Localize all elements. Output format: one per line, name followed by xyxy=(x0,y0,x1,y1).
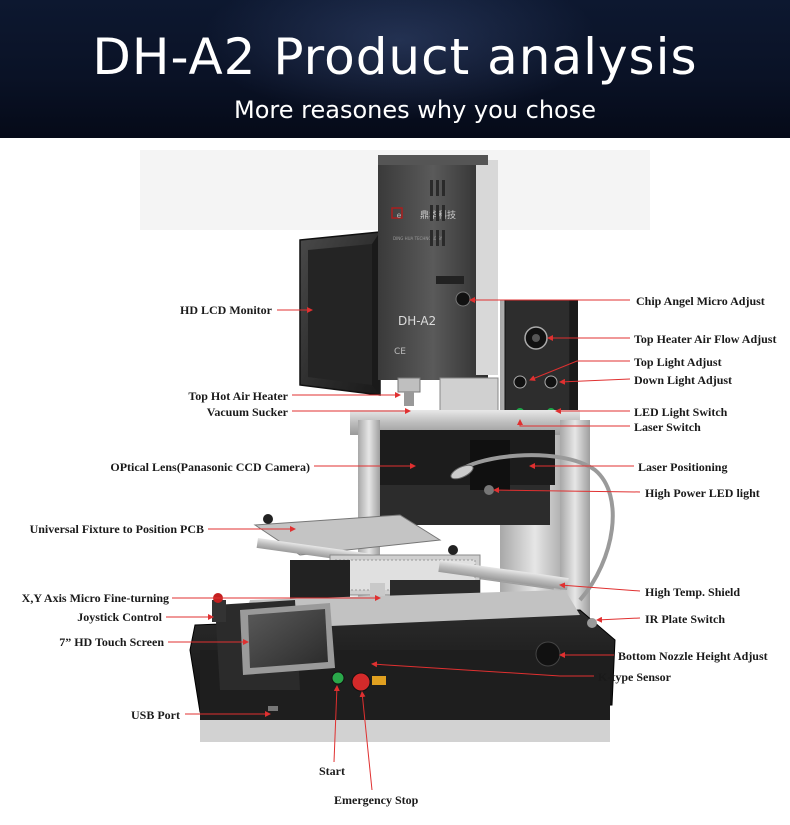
header-glow xyxy=(200,0,600,120)
label-laser-positioning: Laser Positioning xyxy=(638,460,728,474)
label-start: Start xyxy=(319,764,345,778)
ir-plate-switch-icon xyxy=(587,618,597,628)
label-emergency-stop: Emergency Stop xyxy=(334,793,419,807)
start-button xyxy=(331,671,345,685)
optical-lens-housing xyxy=(380,430,555,525)
top-light-knob xyxy=(513,375,527,389)
label-xy-micro-fine-turning: X,Y Axis Micro Fine-turning xyxy=(21,591,169,605)
ce-mark: CE xyxy=(394,347,406,357)
arrow-emergency-stop xyxy=(359,691,373,791)
label-bottom-nozzle-height: Bottom Nozzle Height Adjust xyxy=(618,649,768,663)
label-optical-lens: OPtical Lens(Panasonic CCD Camera) xyxy=(110,460,310,474)
label-top-hot-air-heater: Top Hot Air Heater xyxy=(188,389,288,403)
label-high-power-led: High Power LED light xyxy=(645,486,760,500)
arrow-top-light xyxy=(529,360,630,381)
label-top-heater-air-flow: Top Heater Air Flow Adjust xyxy=(634,332,777,346)
arrow-led-light xyxy=(493,487,641,494)
label-usb-port: USB Port xyxy=(131,708,180,722)
label-laser-switch: Laser Switch xyxy=(634,420,701,434)
label-vacuum-sucker: Vacuum Sucker xyxy=(206,405,288,419)
page-subtitle: More reasones why you chose xyxy=(234,96,596,124)
svg-text:e: e xyxy=(397,211,402,220)
header-banner: DH-A2 Product analysis More reasones why… xyxy=(0,0,790,138)
label-joystick-control: Joystick Control xyxy=(77,610,162,624)
usb-port-icon xyxy=(268,706,278,711)
model-badge: DH-A2 xyxy=(398,314,436,328)
arrow-start xyxy=(333,685,340,763)
label-universal-fixture: Universal Fixture to Position PCB xyxy=(29,522,204,536)
label-chip-angel-micro-adjust: Chip Angel Micro Adjust xyxy=(636,294,765,308)
brand-logo-icon xyxy=(391,207,403,219)
arrow-k-type xyxy=(371,661,594,677)
arrow-laser-switch xyxy=(517,419,630,427)
label-hd-lcd-monitor: HD LCD Monitor xyxy=(180,303,272,317)
top-heater-tower: e 鼎华科技 DING HUA TECHNOLOGY DH-A2 CE xyxy=(378,155,498,380)
led-gooseneck xyxy=(453,453,615,602)
down-light-knob xyxy=(544,375,558,389)
led-light-icon xyxy=(484,485,494,495)
label-ir-plate-switch: IR Plate Switch xyxy=(645,612,725,626)
emergency-stop-button xyxy=(351,672,371,692)
brand-english: DING HUA TECHNOLOGY xyxy=(393,236,443,241)
label-touch-screen: 7” HD Touch Screen xyxy=(59,635,164,649)
label-top-light-adjust: Top Light Adjust xyxy=(634,355,722,369)
fixture-knob-icon xyxy=(263,514,273,524)
arrow-down-light xyxy=(559,378,631,385)
touch-screen xyxy=(240,603,335,675)
page-title: DH-A2 Product analysis xyxy=(92,28,698,86)
label-down-light-adjust: Down Light Adjust xyxy=(634,373,733,387)
arrow-high-temp-shield xyxy=(559,582,641,592)
label-led-light-switch: LED Light Switch xyxy=(634,405,728,419)
arrow-ir-plate xyxy=(596,616,641,623)
label-high-temp-shield: High Temp. Shield xyxy=(645,585,741,599)
label-k-type-sensor: K-type Sensor xyxy=(598,670,671,684)
